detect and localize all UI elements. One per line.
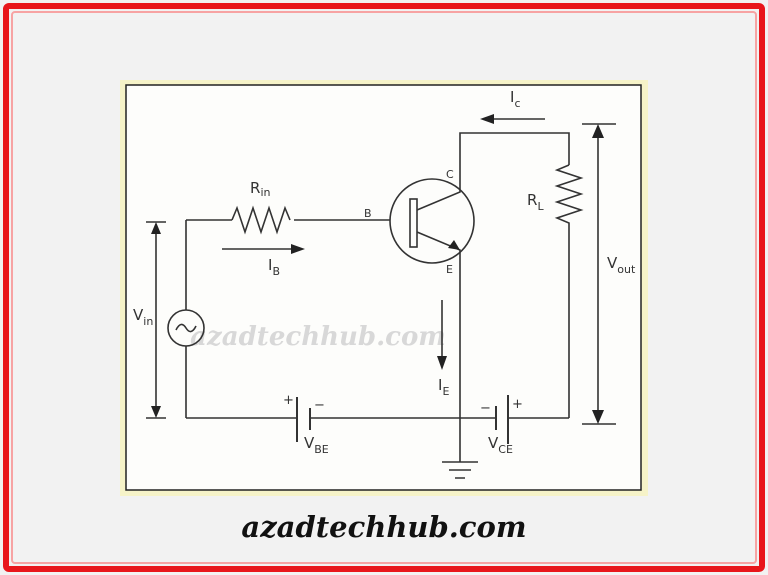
vce-plus: + xyxy=(512,397,523,412)
sine-wave-icon xyxy=(175,323,197,333)
label-vbe: VBE xyxy=(304,434,329,456)
label-ib: IB xyxy=(268,256,280,278)
vbe-minus: − xyxy=(314,398,325,413)
inner-pink-frame xyxy=(11,11,757,564)
label-base: B xyxy=(364,207,372,220)
label-rl: RL xyxy=(527,191,544,213)
resistor-rin xyxy=(231,205,291,235)
emitter-arrowhead-icon xyxy=(448,240,460,250)
label-vin: Vin xyxy=(133,306,153,328)
ground-icon xyxy=(442,461,478,479)
label-emitter: E xyxy=(446,263,453,276)
label-collector: C xyxy=(446,168,454,181)
label-vout: Vout xyxy=(607,254,636,276)
vce-minus: − xyxy=(480,401,491,416)
label-ie: IE xyxy=(438,376,449,398)
wire-collector xyxy=(416,132,570,211)
ib-arrowhead-icon xyxy=(291,244,305,254)
transistor-circle xyxy=(389,178,475,264)
panel xyxy=(125,84,642,491)
outer-red-frame xyxy=(3,3,765,572)
vout-ticks xyxy=(582,123,616,425)
label-vce: VCE xyxy=(488,434,513,456)
ie-arrowhead-icon xyxy=(437,356,447,370)
label-rin: Rin xyxy=(250,179,270,199)
transistor-base-bar xyxy=(409,198,418,248)
ac-source-icon xyxy=(167,309,205,347)
vbe-plus: + xyxy=(283,393,294,408)
label-ic: Ic xyxy=(510,88,521,110)
resistor-rl xyxy=(554,164,584,418)
watermark: azadtechhub.com xyxy=(190,322,446,352)
site-footer: azadtechhub.com xyxy=(241,510,527,544)
ic-arrowhead-icon xyxy=(480,114,494,124)
